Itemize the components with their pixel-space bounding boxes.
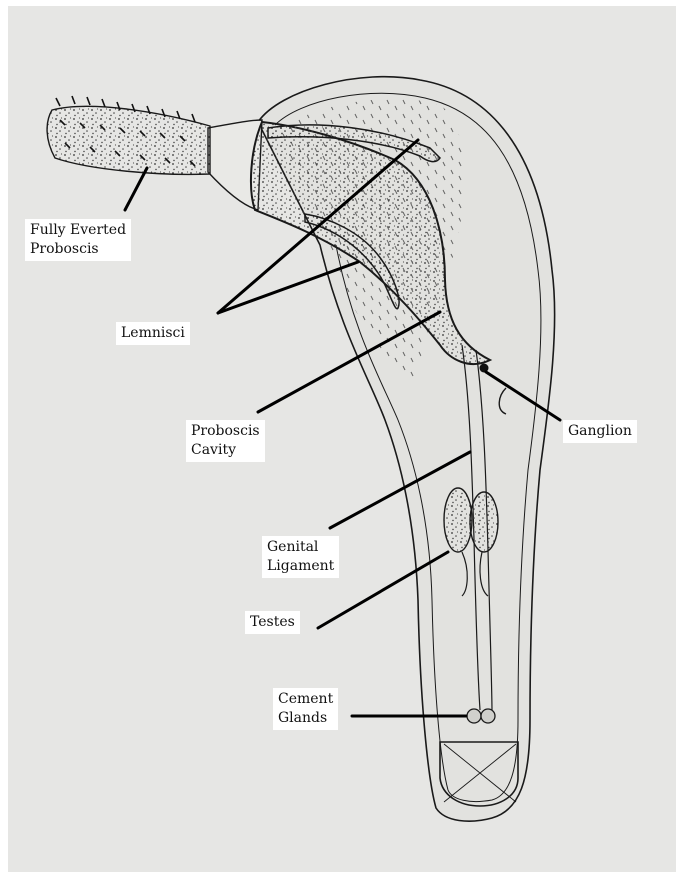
testis-left [444,488,472,552]
testis-right [470,492,498,552]
label-testes: Testes [245,611,300,634]
label-fully-everted-proboscis: Fully Everted Proboscis [25,219,131,261]
label-cement-glands: Cement Glands [273,688,338,730]
label-proboscis-cavity: Proboscis Cavity [186,420,265,462]
cement-gland-right [481,709,495,723]
label-ganglion: Ganglion [563,420,637,443]
label-lemnisci: Lemnisci [116,322,190,345]
cement-gland-left [467,709,481,723]
label-genital-ligament: Genital Ligament [262,536,339,578]
